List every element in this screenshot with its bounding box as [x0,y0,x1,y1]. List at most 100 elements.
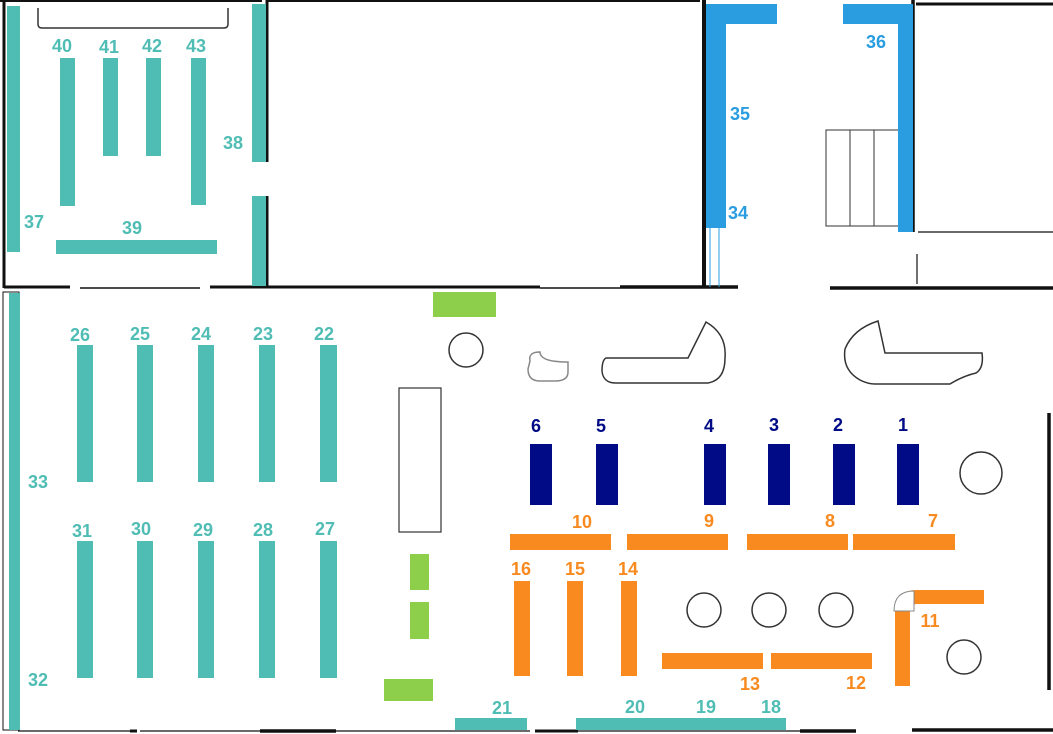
unit-label: 7 [928,511,938,531]
unit-label: 6 [531,416,541,436]
teal-unit-31[interactable] [77,541,93,678]
unit-label: 15 [565,559,585,579]
teal-unit-23[interactable] [259,345,275,482]
unit-label: 41 [99,37,119,57]
round-table [959,451,1003,495]
fixtures [37,8,1003,675]
teal-unit-41[interactable] [103,58,118,156]
unit-label: 5 [596,416,606,436]
unit-label: 38 [223,133,243,153]
teal-unit-25[interactable] [137,345,153,482]
unit-label: 36 [866,32,886,52]
unit-label: 43 [186,36,206,56]
unit-label: 29 [193,520,213,540]
pram-display [601,320,726,384]
blue-unit-36[interactable] [898,4,913,232]
teal-unit-20-18[interactable] [576,718,786,730]
teal-labels: 40 41 42 43 38 37 39 26 25 24 23 22 33 3… [24,36,781,718]
unit-label: 39 [122,218,142,238]
unit-label: 10 [572,512,592,532]
navy-unit-3[interactable] [768,444,790,505]
unit-label: 33 [28,472,48,492]
unit-label: 14 [618,559,638,579]
green-unit[interactable] [384,679,433,701]
teal-unit-29[interactable] [198,541,214,678]
orange-unit-16[interactable] [514,581,530,676]
orange-unit-15[interactable] [567,581,583,676]
display-table [398,387,442,533]
orange-units [510,534,984,686]
corner-quarter [893,590,915,612]
round-table [448,332,484,368]
green-unit[interactable] [410,554,429,590]
unit-label: 40 [52,36,72,56]
teal-unit-24[interactable] [198,345,214,482]
teal-unit-26[interactable] [77,345,93,482]
unit-label: 24 [191,324,211,344]
blue-unit-35[interactable] [706,4,726,228]
unit-label: 21 [492,698,512,718]
green-units [384,292,496,701]
unit-label: 18 [761,697,781,717]
unit-label: 23 [253,324,273,344]
orange-unit-10[interactable] [510,534,611,550]
unit-label: 30 [131,519,151,539]
round-table [818,592,854,628]
teal-unit-37[interactable] [7,6,20,252]
teal-unit-21[interactable] [455,718,527,730]
round-table [686,592,722,628]
unit-label: 12 [846,673,866,693]
orange-labels: 10 9 8 7 16 15 14 11 13 12 [511,511,940,694]
unit-label: 25 [130,324,150,344]
teal-unit-27[interactable] [320,541,337,678]
teal-unit-38[interactable] [252,4,266,162]
teal-unit-38[interactable] [252,196,266,286]
unit-label: 37 [24,212,44,232]
navy-unit-5[interactable] [596,444,618,505]
green-unit[interactable] [433,292,496,317]
teal-unit-43[interactable] [191,58,206,205]
teal-unit-22[interactable] [320,345,337,482]
blue-unit-36[interactable] [843,4,913,24]
orange-unit-9[interactable] [627,534,728,550]
unit-label: 20 [625,697,645,717]
teal-unit-42[interactable] [146,58,161,156]
unit-label: 32 [28,670,48,690]
navy-units [530,444,919,505]
round-table [946,639,982,675]
small-pram-display [527,351,569,382]
unit-label: 42 [142,36,162,56]
teal-unit-39[interactable] [56,240,217,254]
orange-unit-8[interactable] [747,534,848,550]
orange-unit-14[interactable] [621,581,637,676]
unit-label: 13 [740,674,760,694]
teal-unit-30[interactable] [137,541,153,678]
unit-label: 1 [898,415,908,435]
orange-unit-12[interactable] [771,653,872,669]
teal-unit-28[interactable] [259,541,275,678]
unit-label: 22 [314,324,334,344]
unit-label: 34 [728,203,748,223]
navy-unit-2[interactable] [833,444,855,505]
unit-label: 28 [253,520,273,540]
teal-units [7,4,786,730]
blue-units [706,4,913,232]
unit-label: 27 [315,519,335,539]
green-unit[interactable] [410,602,429,639]
top-bracket-fixture [37,8,229,29]
orange-unit-13[interactable] [662,653,763,669]
navy-unit-4[interactable] [704,444,726,505]
unit-label: 4 [704,416,714,436]
navy-unit-1[interactable] [897,444,919,505]
navy-labels: 6 5 4 3 2 1 [531,415,908,436]
teal-unit-33[interactable] [9,293,20,730]
navy-unit-6[interactable] [530,444,552,505]
unit-label: 8 [825,511,835,531]
unit-label: 26 [70,325,90,345]
unit-label: 11 [920,611,939,631]
teal-unit-40[interactable] [60,58,75,206]
orange-unit-7[interactable] [853,534,955,550]
unit-label: 2 [833,415,843,435]
round-table [751,592,787,628]
